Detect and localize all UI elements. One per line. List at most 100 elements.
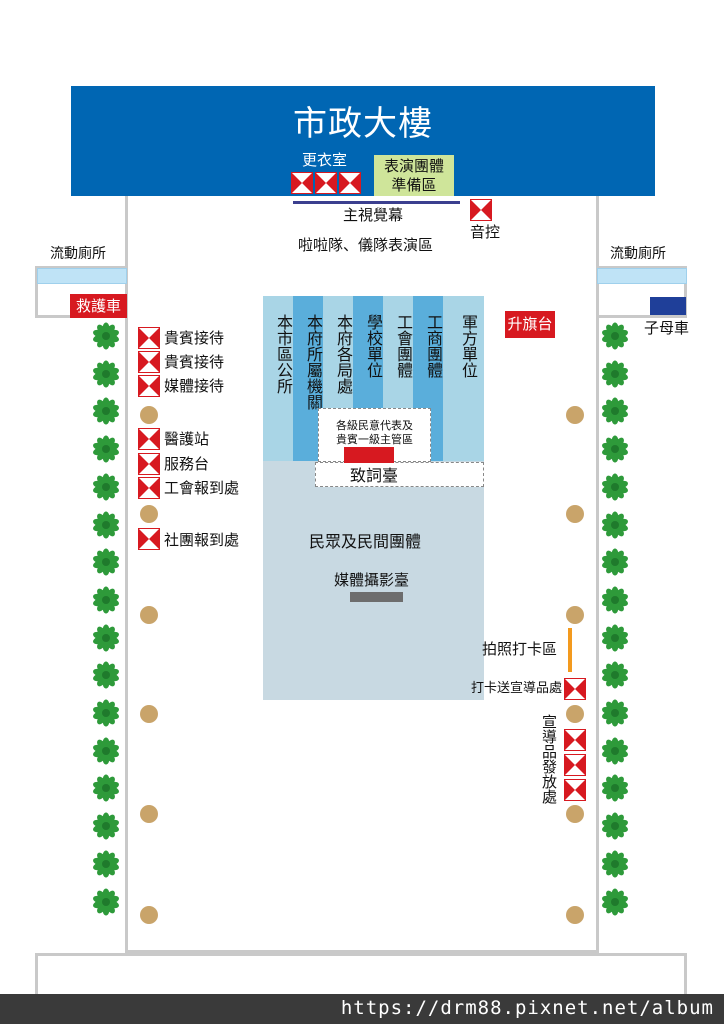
tree-icon bbox=[92, 397, 120, 425]
photo-spot-label: 拍照打卡區 bbox=[482, 640, 558, 658]
footer-bar bbox=[0, 994, 724, 1024]
tree-icon bbox=[92, 548, 120, 576]
performance-prep-area: 表演團體 準備區 bbox=[374, 155, 454, 196]
tree-icon bbox=[92, 473, 120, 501]
tree-icon bbox=[92, 624, 120, 652]
right-bollard-2 bbox=[566, 505, 584, 523]
right-bollard-6 bbox=[566, 906, 584, 924]
souvenir-marker-1 bbox=[564, 729, 586, 751]
sound-control-marker bbox=[470, 199, 492, 221]
vip-area: 各級民意代表及 貴賓一級主管區 bbox=[318, 408, 431, 462]
station-marker-medical bbox=[138, 428, 160, 450]
podium-label: 致詞臺 bbox=[350, 466, 399, 485]
public-area-label: 民眾及民間團體 bbox=[309, 532, 422, 551]
right-bollard-3 bbox=[566, 606, 584, 624]
checkin-gift-label: 打卡送宣導品處 bbox=[471, 681, 563, 696]
photo-spot-bar bbox=[568, 628, 572, 672]
station-label-service: 服務台 bbox=[164, 455, 210, 473]
souvenir-marker-3 bbox=[564, 779, 586, 801]
city-hall-title: 市政大樓 bbox=[293, 104, 433, 144]
tree-icon bbox=[92, 435, 120, 463]
station-label-vip-2: 貴賓接待 bbox=[164, 353, 225, 371]
mobile-car-label: 子母車 bbox=[644, 319, 690, 337]
tree-icon bbox=[92, 511, 120, 539]
left-bollard-5 bbox=[140, 805, 158, 823]
tree-icon bbox=[92, 774, 120, 802]
left-bollard-2 bbox=[140, 505, 158, 523]
right-bollard-4 bbox=[566, 705, 584, 723]
right-bollard-5 bbox=[566, 805, 584, 823]
tree-icon bbox=[601, 737, 629, 765]
left-bollard-3 bbox=[140, 606, 158, 624]
tree-icon bbox=[92, 850, 120, 878]
podium-marker bbox=[344, 447, 394, 463]
station-marker-service bbox=[138, 453, 160, 475]
dressing-room-marker-3 bbox=[339, 172, 361, 194]
station-label-union: 工會報到處 bbox=[164, 479, 240, 497]
vip-line1: 各級民意代表及 bbox=[336, 419, 413, 432]
tree-icon bbox=[601, 888, 629, 916]
tree-icon bbox=[601, 397, 629, 425]
performance-prep-line2: 準備區 bbox=[391, 176, 437, 194]
tree-icon bbox=[601, 850, 629, 878]
left-bollard-4 bbox=[140, 705, 158, 723]
right-bay bbox=[597, 266, 687, 318]
station-marker-vip-2 bbox=[138, 351, 160, 373]
tree-icon bbox=[601, 360, 629, 388]
station-marker-vip-1 bbox=[138, 327, 160, 349]
station-marker-union bbox=[138, 477, 160, 499]
cheer-area-label: 啦啦隊、儀隊表演區 bbox=[298, 236, 434, 254]
left-bollard-6 bbox=[140, 906, 158, 924]
station-label-medical: 醫護站 bbox=[164, 430, 210, 448]
media-stand-label: 媒體攝影臺 bbox=[334, 571, 410, 589]
tree-icon bbox=[601, 473, 629, 501]
bottom-area bbox=[35, 953, 687, 997]
sound-control-label: 音控 bbox=[470, 223, 501, 241]
station-label-vip-1: 貴賓接待 bbox=[164, 329, 225, 347]
vip-line2: 貴賓一級主管區 bbox=[336, 433, 413, 446]
dressing-room-marker-2 bbox=[315, 172, 337, 194]
podium-area bbox=[315, 462, 484, 487]
station-marker-media bbox=[138, 375, 160, 397]
tree-icon bbox=[92, 737, 120, 765]
tree-icon bbox=[92, 699, 120, 727]
dressing-room-marker-1 bbox=[291, 172, 313, 194]
tree-icon bbox=[601, 586, 629, 614]
station-marker-club bbox=[138, 528, 160, 550]
tree-icon bbox=[601, 812, 629, 840]
station-label-media: 媒體接待 bbox=[164, 377, 225, 395]
souvenir-label: 宣導品發放處 bbox=[540, 714, 558, 804]
tree-icon bbox=[92, 888, 120, 916]
tree-icon bbox=[601, 435, 629, 463]
city-hall-building bbox=[71, 86, 655, 196]
media-stand-block bbox=[350, 592, 403, 602]
toilet-left-label: 流動廁所 bbox=[50, 246, 106, 262]
main-screen-label: 主視覺幕 bbox=[343, 206, 404, 224]
toilet-right-label: 流動廁所 bbox=[610, 246, 666, 262]
tree-icon bbox=[601, 774, 629, 802]
right-wall bbox=[596, 196, 599, 952]
checkin-gift-marker bbox=[564, 678, 586, 700]
bottom-line bbox=[125, 950, 599, 953]
tree-icon bbox=[92, 812, 120, 840]
station-label-club: 社團報到處 bbox=[164, 531, 240, 549]
tree-icon bbox=[601, 322, 629, 350]
column-military: 軍方單位 bbox=[443, 296, 484, 461]
left-bollard-1 bbox=[140, 406, 158, 424]
souvenir-marker-2 bbox=[564, 754, 586, 776]
tree-icon bbox=[92, 322, 120, 350]
tree-icon bbox=[92, 661, 120, 689]
tree-icon bbox=[92, 586, 120, 614]
column-district-office: 本市區公所 bbox=[263, 296, 293, 461]
dressing-room-label: 更衣室 bbox=[302, 151, 348, 169]
ambulance-badge: 救護車 bbox=[70, 294, 127, 318]
left-wall bbox=[125, 196, 128, 952]
mobile-car-block bbox=[650, 297, 686, 315]
tree-icon bbox=[601, 624, 629, 652]
toilet-right bbox=[597, 268, 687, 284]
right-bollard-1 bbox=[566, 406, 584, 424]
tree-icon bbox=[601, 548, 629, 576]
footer-url: https://drm88.pixnet.net/album bbox=[340, 997, 714, 1019]
flag-stage-badge: 升旗台 bbox=[505, 311, 555, 338]
tree-icon bbox=[601, 511, 629, 539]
